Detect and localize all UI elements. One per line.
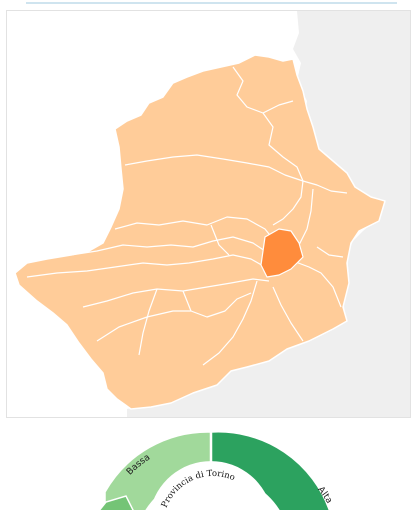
province-map[interactable] (7, 11, 411, 418)
neighbouring-territory (127, 11, 410, 417)
center-disc[interactable] (150, 461, 272, 510)
province-outline[interactable] (14, 54, 386, 410)
zone-borders (26, 66, 348, 366)
sunburst-svg[interactable]: Bassa Alta Provincia di Torino (0, 420, 413, 510)
highlighted-area[interactable] (260, 228, 304, 278)
top-divider (26, 2, 397, 4)
sunburst-chart[interactable]: Bassa Alta Provincia di Torino (0, 420, 413, 510)
map-panel[interactable] (6, 10, 411, 418)
segment-inner-left[interactable] (98, 495, 134, 510)
